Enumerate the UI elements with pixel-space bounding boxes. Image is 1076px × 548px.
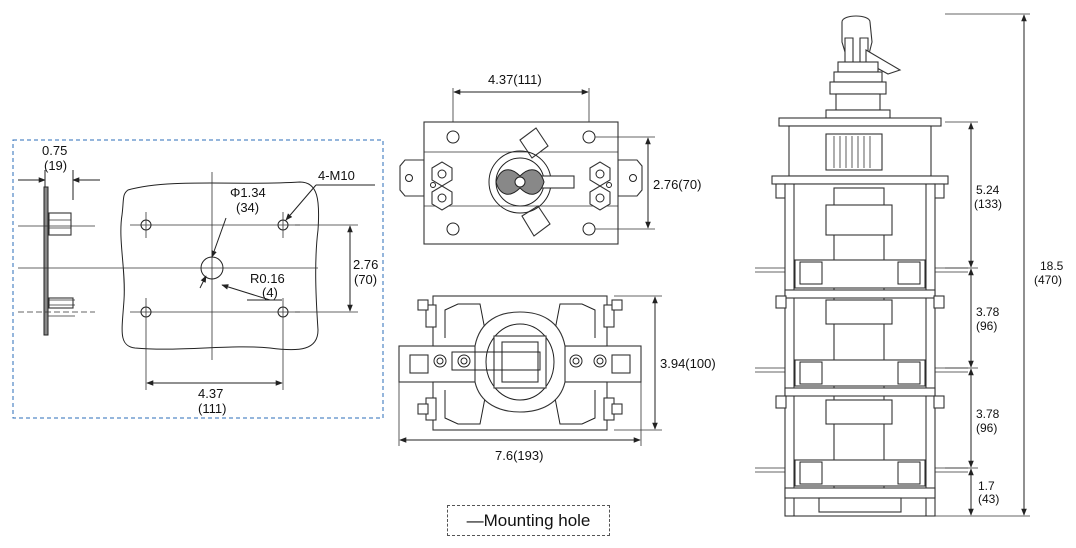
dim-phi134: Φ1.34 <box>230 185 266 200</box>
side-d3-a: 3.78 <box>976 407 1000 421</box>
top-view: 4.37(111) <box>399 72 701 245</box>
mounting-plate-outline <box>120 181 320 351</box>
side-d2-b: (96) <box>976 319 997 333</box>
dim-r016: R0.16 <box>250 271 285 286</box>
dim-276: 2.76 <box>353 257 378 272</box>
side-d4-b: (43) <box>978 492 999 506</box>
front-view: 3.94(100) 7.6(193) <box>398 295 716 463</box>
side-d1-a: 5.24 <box>976 183 1000 197</box>
side-d1-b: (133) <box>974 197 1002 211</box>
mounting-hole-frame <box>12 139 384 419</box>
front-width-label: 7.6(193) <box>495 448 543 463</box>
top-width-label: 4.37(111) <box>488 72 542 87</box>
front-height-label: 3.94(100) <box>660 356 716 371</box>
side-total-b: (470) <box>1034 273 1062 287</box>
dim-075: 0.75 <box>42 143 67 158</box>
mounting-holes <box>140 212 289 326</box>
side-view: 5.24 (133) 3.78 (96) 3.78 (96) 1.7 (43) … <box>755 13 1064 517</box>
dim-4: (4) <box>262 285 278 300</box>
mounting-hole-caption: —Mounting hole <box>447 505 610 536</box>
side-d2-a: 3.78 <box>976 305 1000 319</box>
side-bracket <box>18 170 100 336</box>
dim-437: 4.37 <box>198 386 223 401</box>
dim-70: (70) <box>354 272 377 287</box>
dim-111: (111) <box>198 401 226 416</box>
side-d3-b: (96) <box>976 421 997 435</box>
dim-34: (34) <box>236 200 259 215</box>
dim-19: (19) <box>44 158 67 173</box>
side-d4-a: 1.7 <box>978 479 995 493</box>
dim-4m10: 4-M10 <box>318 168 355 183</box>
mounting-hole-panel: 0.75 (19) 4-M10 Φ1.34 (34) R0.16 (4) 2.7… <box>12 139 384 419</box>
side-total-a: 18.5 <box>1040 259 1064 273</box>
top-height-label: 2.76(70) <box>653 177 701 192</box>
